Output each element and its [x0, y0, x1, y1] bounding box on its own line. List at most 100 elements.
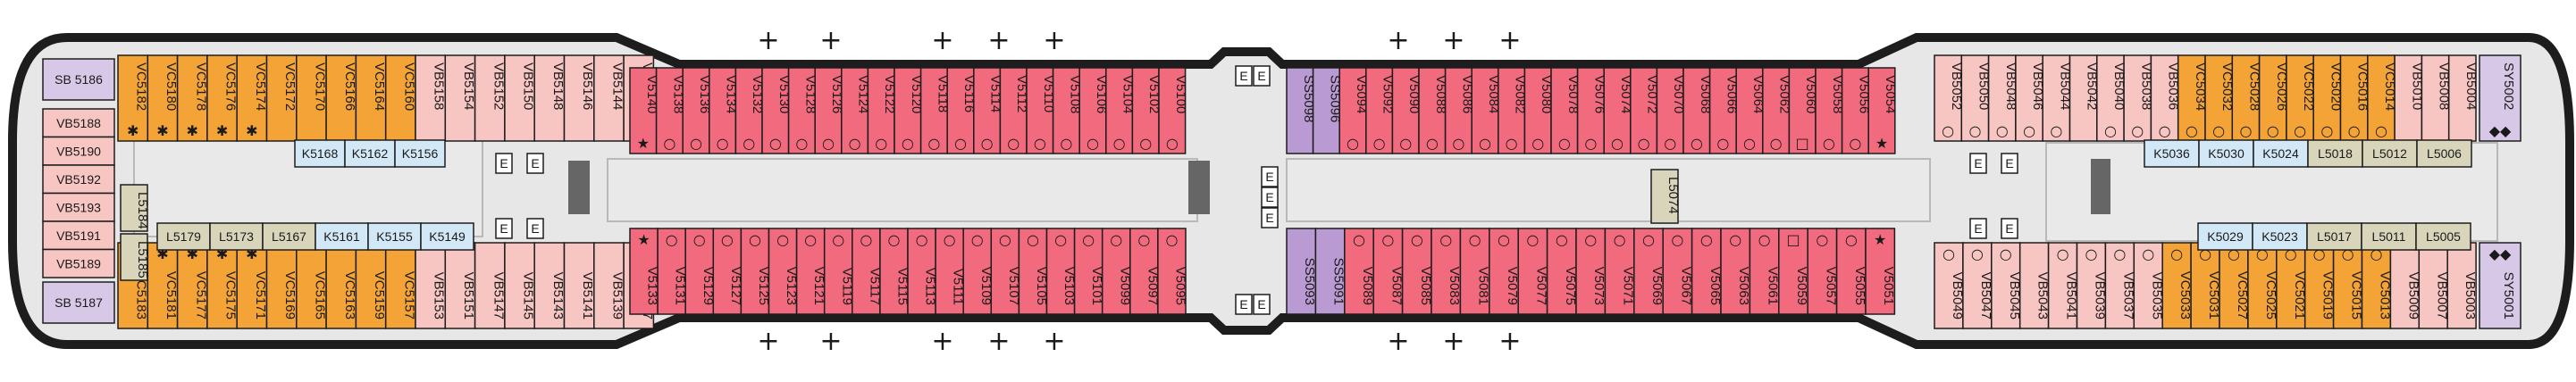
- cabin-SS5091[interactable]: SS5091: [1314, 228, 1347, 315]
- cabin-L5173[interactable]: L5173: [209, 222, 264, 251]
- cabin-VB5046[interactable]: VB5046○: [2015, 54, 2045, 142]
- cabin-V5129[interactable]: V5129○: [684, 228, 716, 315]
- cabin-L5005[interactable]: L5005: [2415, 222, 2471, 251]
- cabin-VC5034[interactable]: VC5034○: [2177, 54, 2208, 142]
- cabin-VC5166[interactable]: VC5166: [325, 54, 357, 142]
- cabin-V5070[interactable]: V5070○: [1656, 67, 1686, 154]
- cabin-SS5098[interactable]: SS5098: [1286, 67, 1316, 154]
- cabin-VB5004[interactable]: VB5004: [2447, 54, 2479, 142]
- cabin-VC5170[interactable]: VC5170: [296, 54, 328, 142]
- cabin-V5088[interactable]: V5088○: [1418, 67, 1448, 154]
- cabin-L5074[interactable]: L5074: [1650, 169, 1681, 224]
- cabin-VB5193[interactable]: VB5193: [42, 192, 115, 222]
- cabin-V5073[interactable]: V5073○: [1575, 228, 1607, 315]
- cabin-V5092[interactable]: V5092○: [1365, 67, 1396, 154]
- cabin-V5123[interactable]: V5123○: [768, 228, 800, 315]
- cabin-VC5160[interactable]: VC5160: [384, 54, 417, 142]
- cabin-VC5171[interactable]: VC5171✱: [236, 242, 268, 329]
- cabin-V5119[interactable]: V5119○: [823, 228, 855, 315]
- cabin-V5072[interactable]: V5072○: [1630, 67, 1660, 154]
- cabin-VB5037[interactable]: VB5037○: [2104, 242, 2135, 329]
- cabin-V5131[interactable]: V5131○: [657, 228, 688, 315]
- cabin-L5185[interactable]: L5185: [120, 233, 150, 281]
- cabin-V5060[interactable]: V5060□: [1788, 67, 1818, 154]
- cabin-V5095[interactable]: V5095○: [1157, 228, 1188, 315]
- cabin-V5066[interactable]: V5066○: [1708, 67, 1740, 154]
- cabin-V5071[interactable]: V5071○: [1604, 228, 1636, 315]
- cabin-V5086[interactable]: V5086○: [1444, 67, 1475, 154]
- cabin-VB5040[interactable]: VB5040○: [2096, 54, 2127, 142]
- cabin-VC5159[interactable]: VC5159: [355, 242, 387, 329]
- cabin-SB 5186[interactable]: SB 5186: [42, 58, 115, 101]
- cabin-VC5015[interactable]: VC5015○: [2332, 242, 2364, 329]
- cabin-K5149[interactable]: K5149: [420, 222, 474, 251]
- cabin-VB5038[interactable]: VB5038○: [2123, 54, 2153, 142]
- cabin-VB5049[interactable]: VB5049○: [1934, 242, 1965, 329]
- cabin-V5087[interactable]: V5087○: [1372, 228, 1404, 315]
- cabin-VB5043[interactable]: VB5043: [2018, 242, 2051, 329]
- cabin-V5110[interactable]: V5110○: [1026, 67, 1056, 154]
- cabin-L5018[interactable]: L5018: [2307, 139, 2363, 168]
- cabin-V5083[interactable]: V5083○: [1431, 228, 1462, 315]
- cabin-V5109[interactable]: V5109○: [962, 228, 994, 315]
- cabin-VC5180[interactable]: VC5180✱: [147, 54, 179, 142]
- cabin-VB5143[interactable]: VB5143: [533, 242, 566, 329]
- cabin-V5116[interactable]: V5116○: [946, 67, 977, 154]
- cabin-VB5036[interactable]: VB5036○: [2150, 54, 2181, 142]
- cabin-V5078[interactable]: V5078○: [1550, 67, 1581, 154]
- cabin-VC5020[interactable]: VC5020○: [2312, 54, 2343, 142]
- cabin-SY5001[interactable]: SY5001◆◆: [2479, 242, 2521, 329]
- cabin-VC5164[interactable]: VC5164: [355, 54, 387, 142]
- cabin-V5125[interactable]: V5125○: [740, 228, 771, 315]
- cabin-VC5021[interactable]: VC5021○: [2276, 242, 2307, 329]
- cabin-VB5148[interactable]: VB5148: [533, 54, 566, 142]
- cabin-V5117[interactable]: V5117○: [852, 228, 883, 315]
- cabin-V5055[interactable]: V5055○: [1835, 228, 1867, 315]
- cabin-V5126[interactable]: V5126○: [814, 67, 844, 154]
- cabin-V5068[interactable]: V5068○: [1682, 67, 1713, 154]
- cabin-VB5158[interactable]: VB5158: [415, 54, 447, 142]
- cabin-K5168[interactable]: K5168: [294, 139, 346, 168]
- cabin-VC5169[interactable]: VC5169: [265, 242, 298, 329]
- cabin-VC5175[interactable]: VC5175✱: [206, 242, 239, 329]
- cabin-VC5016[interactable]: VC5016○: [2339, 54, 2370, 142]
- cabin-VC5172[interactable]: VC5172: [265, 54, 298, 142]
- cabin-V5067[interactable]: V5067○: [1662, 228, 1693, 315]
- cabin-VB5152[interactable]: VB5152: [474, 54, 507, 142]
- cabin-V5118[interactable]: V5118○: [919, 67, 951, 154]
- cabin-VC5176[interactable]: VC5176✱: [206, 54, 239, 142]
- cabin-V5094[interactable]: V5094○: [1338, 67, 1369, 154]
- cabin-VB5041[interactable]: VB5041○: [2047, 242, 2079, 329]
- cabin-L5167[interactable]: L5167: [262, 222, 316, 251]
- cabin-V5062[interactable]: V5062○: [1762, 67, 1792, 154]
- cabin-K5023[interactable]: K5023: [2252, 222, 2308, 251]
- cabin-V5132[interactable]: V5132○: [734, 67, 765, 154]
- cabin-VB5192[interactable]: VB5192: [42, 164, 115, 195]
- cabin-V5069[interactable]: V5069○: [1633, 228, 1665, 315]
- cabin-VC5165[interactable]: VC5165: [296, 242, 328, 329]
- cabin-V5104[interactable]: V5104○: [1105, 67, 1136, 154]
- cabin-VB5035[interactable]: VB5035○: [2133, 242, 2164, 329]
- cabin-V5054[interactable]: V5054★: [1867, 67, 1898, 154]
- cabin-V5064[interactable]: V5064○: [1735, 67, 1766, 154]
- cabin-V5134[interactable]: V5134○: [709, 67, 739, 154]
- cabin-V5074[interactable]: V5074○: [1603, 67, 1633, 154]
- cabin-VC5177[interactable]: VC5177✱: [176, 242, 209, 329]
- cabin-VB5007[interactable]: VB5007: [2418, 242, 2449, 329]
- cabin-K5156[interactable]: K5156: [394, 139, 446, 168]
- cabin-VB5144[interactable]: VB5144: [593, 54, 625, 142]
- cabin-VC5027[interactable]: VC5027○: [2219, 242, 2250, 329]
- cabin-V5138[interactable]: V5138○: [655, 67, 686, 154]
- cabin-V5061[interactable]: V5061○: [1749, 228, 1781, 315]
- cabin-VB5191[interactable]: VB5191: [42, 220, 115, 251]
- cabin-V5128[interactable]: V5128○: [787, 67, 818, 154]
- cabin-V5077[interactable]: V5077○: [1517, 228, 1548, 315]
- cabin-VC5014[interactable]: VC5014○: [2367, 54, 2397, 142]
- cabin-V5114[interactable]: V5114○: [973, 67, 1003, 154]
- cabin-V5058[interactable]: V5058○: [1815, 67, 1845, 154]
- cabin-VB5008[interactable]: VB5008: [2421, 54, 2452, 142]
- cabin-V5076[interactable]: V5076○: [1576, 67, 1607, 154]
- cabin-VB5045[interactable]: VB5045○: [1991, 242, 2022, 329]
- cabin-VC5182[interactable]: VC5182✱: [117, 54, 149, 142]
- cabin-VB5003[interactable]: VB5003: [2446, 242, 2478, 329]
